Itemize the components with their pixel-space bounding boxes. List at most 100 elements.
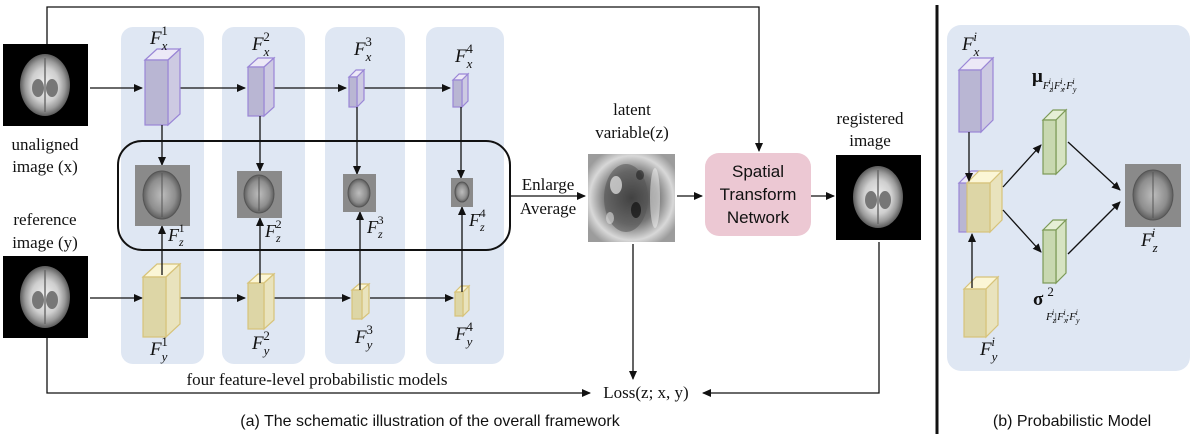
caption-a: (a) The schematic illustration of the ov… [240,413,620,430]
sigma-block [1041,218,1068,285]
fz4-sup: 4 [480,206,486,220]
panel-b-fz-map [1125,164,1181,227]
stn-label-2: Transform [720,185,797,204]
fy-block-1 [141,262,182,339]
svg-text:Fx3: Fx3 [353,34,372,64]
panel-b-arrow-to-mu [1002,144,1042,188]
skip-arrow-y-to-loss [46,338,591,397]
svg-text:Fy3: Fy3 [354,322,373,352]
fx2-sub: x [263,44,270,59]
reference-image [3,256,88,338]
fx-block-4 [451,72,470,109]
fz3-F: F [366,217,379,237]
pb-fz-sub: z [1152,240,1158,255]
mu-block [1041,108,1068,176]
pb-fy-sup: i [991,334,995,349]
fy4-sup: 4 [466,319,473,334]
fz2-sup: 2 [276,217,282,231]
registered-image [836,155,921,240]
svg-text:Fz4: Fz4 [468,206,486,234]
fz2-F: F [264,221,277,241]
pb-fz-sup: i [1152,225,1156,240]
fy-labels: Fy1 Fy2 Fy3 Fy4 [149,319,473,364]
fx-block-1 [143,47,182,127]
registered-label-1: registered [836,109,904,128]
fz-map-3 [343,174,376,212]
sigma-cond: Fzi|Fxi;Fyi [1045,308,1080,325]
fz-map-4 [451,178,473,207]
spatial-transform-network [705,153,811,236]
fx2-sup: 2 [263,29,270,44]
stn-label-3: Network [727,208,790,227]
fy1-sub: y [160,349,168,364]
fz1-F: F [167,225,180,245]
latent-label-2: variable(z) [595,123,669,142]
fx4-sub: x [466,56,473,71]
fy-block-4 [453,284,471,318]
registered-label-2: image [849,131,891,150]
pb-fy-F: F [979,339,992,360]
fz-map-1 [135,165,190,226]
svg-text:Fz2: Fz2 [264,217,282,245]
stn-label-1: Spatial [732,162,784,181]
unaligned-label-1: unaligned [11,135,79,154]
panel-b-fy-label: Fyi [979,334,998,364]
reference-label-1: reference [13,210,76,229]
fx1-F: F [149,28,162,49]
fx-labels: Fx1 Fx2 Fx3 Fx4 [149,23,473,71]
fy3-F: F [354,327,367,348]
fz3-sub: z [377,227,383,241]
pb-fz-F: F [1140,230,1153,251]
svg-text:Fy2: Fy2 [251,328,270,358]
latent-variable-map [588,154,675,242]
fx4-F: F [454,46,467,67]
fx4-sup: 4 [466,41,473,56]
pb-fx-F: F [961,34,974,55]
models-caption: four feature-level probabilistic models [186,370,447,389]
fx1-sup: 1 [161,23,168,38]
fz4-F: F [468,210,481,230]
fx3-F: F [353,39,366,60]
fx1-sub: x [161,38,168,53]
svg-text:Fz3: Fz3 [366,213,384,241]
mu-symbol: μ [1032,66,1043,87]
pb-fy-sub: y [990,349,998,364]
svg-text:Fx2: Fx2 [251,29,270,59]
fz1-sub: z [178,235,184,249]
fz2-sub: z [275,231,281,245]
fz4-sub: z [479,220,485,234]
panel-b-arrow-to-sigma [1002,209,1042,253]
fy-block-3 [350,282,371,321]
fx-block-3 [347,68,366,109]
panel-b-arrow-mu-to-fz [1067,141,1121,191]
mu-cond: Fzi|Fxi;Fyi [1042,77,1077,94]
fy1-F: F [149,339,162,360]
panel-b-fx-label: Fxi [961,29,980,59]
fy2-sub: y [262,343,270,358]
unaligned-label-2: image (x) [12,157,78,176]
fy2-F: F [251,333,264,354]
panel-b-arrow-sigma-to-fz [1067,201,1121,255]
reference-label-2: image (y) [12,233,78,252]
panel-b-fz-label: Fzi [1140,225,1158,255]
skip-arrow-x-to-stn [46,6,763,152]
enlarge-label: Enlarge [522,175,575,194]
fx3-sup: 3 [365,34,372,49]
fz-labels: Fz1 Fz2 Fz3 Fz4 [167,206,486,249]
probabilistic-model-panel [947,25,1190,371]
fy-block-2 [246,272,276,331]
fx2-F: F [251,34,264,55]
panel-b-fy-block [962,275,1000,339]
svg-text:Fx1: Fx1 [149,23,168,53]
average-label: Average [520,199,576,218]
fz1-sup: 1 [179,221,185,235]
sigma-symbol: σ [1033,289,1044,310]
loss-label: Loss(z; x, y) [603,383,688,402]
fy2-sup: 2 [263,328,270,343]
panel-b-fx-block [957,56,995,134]
svg-text:Fz1: Fz1 [167,221,185,249]
mu-label: μFzi|Fxi;Fyi [1032,66,1077,94]
svg-text:Fy1: Fy1 [149,334,168,364]
